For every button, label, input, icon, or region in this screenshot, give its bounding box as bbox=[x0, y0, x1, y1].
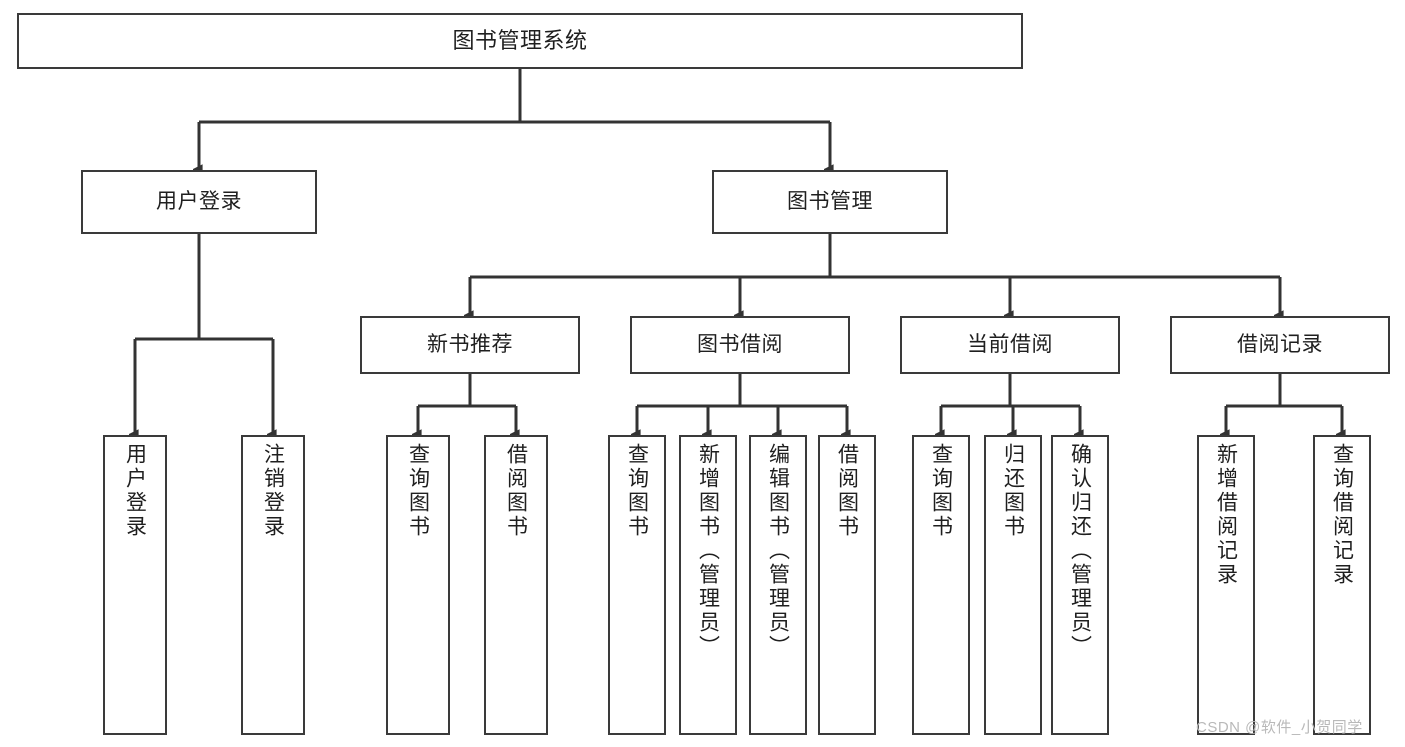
node-label: 图书借阅 bbox=[697, 332, 783, 356]
node-leaf-borrow-book-2[interactable]: 借阅图书 bbox=[818, 435, 876, 735]
node-label: 用户登录 bbox=[123, 443, 147, 539]
node-label: 图书管理 bbox=[787, 189, 873, 213]
node-label: 当前借阅 bbox=[967, 332, 1053, 356]
node-leaf-add-book[interactable]: 新增图书（管理员） bbox=[679, 435, 737, 735]
node-label: 新书推荐 bbox=[427, 332, 513, 356]
node-leaf-query-book-3[interactable]: 查询图书 bbox=[912, 435, 970, 735]
node-label: 新增图书（管理员） bbox=[696, 443, 720, 659]
node-leaf-borrow-book-1[interactable]: 借阅图书 bbox=[484, 435, 548, 735]
node-label: 借阅图书 bbox=[835, 443, 859, 539]
node-label: 查询图书 bbox=[929, 443, 953, 539]
node-label: 编辑图书（管理员） bbox=[766, 443, 790, 659]
node-borrow-record[interactable]: 借阅记录 bbox=[1170, 316, 1390, 374]
node-user-login[interactable]: 用户登录 bbox=[81, 170, 317, 234]
node-label: 确认归还（管理员） bbox=[1068, 443, 1092, 659]
node-label: 新增借阅记录 bbox=[1214, 443, 1238, 587]
node-label: 查询借阅记录 bbox=[1330, 443, 1354, 587]
node-leaf-query-record[interactable]: 查询借阅记录 bbox=[1313, 435, 1371, 735]
node-book-manage[interactable]: 图书管理 bbox=[712, 170, 948, 234]
node-label: 图书管理系统 bbox=[452, 28, 588, 54]
node-leaf-user-login[interactable]: 用户登录 bbox=[103, 435, 167, 735]
node-leaf-query-book-2[interactable]: 查询图书 bbox=[608, 435, 666, 735]
node-label: 用户登录 bbox=[156, 189, 242, 213]
node-current-borrow[interactable]: 当前借阅 bbox=[900, 316, 1120, 374]
node-label: 借阅记录 bbox=[1237, 332, 1323, 356]
connector-lines bbox=[135, 69, 1342, 435]
node-new-book-rec[interactable]: 新书推荐 bbox=[360, 316, 580, 374]
node-leaf-confirm-return[interactable]: 确认归还（管理员） bbox=[1051, 435, 1109, 735]
node-root[interactable]: 图书管理系统 bbox=[17, 13, 1023, 69]
node-leaf-user-logout[interactable]: 注销登录 bbox=[241, 435, 305, 735]
node-label: 借阅图书 bbox=[504, 443, 528, 539]
node-leaf-query-book-1[interactable]: 查询图书 bbox=[386, 435, 450, 735]
node-book-borrow[interactable]: 图书借阅 bbox=[630, 316, 850, 374]
node-label: 注销登录 bbox=[261, 443, 285, 539]
node-label: 查询图书 bbox=[406, 443, 430, 539]
node-label: 归还图书 bbox=[1001, 443, 1025, 539]
node-leaf-edit-book[interactable]: 编辑图书（管理员） bbox=[749, 435, 807, 735]
csdn-watermark: CSDN @软件_小贺同学 bbox=[1196, 719, 1363, 736]
node-leaf-add-record[interactable]: 新增借阅记录 bbox=[1197, 435, 1255, 735]
node-leaf-return-book[interactable]: 归还图书 bbox=[984, 435, 1042, 735]
node-label: 查询图书 bbox=[625, 443, 649, 539]
